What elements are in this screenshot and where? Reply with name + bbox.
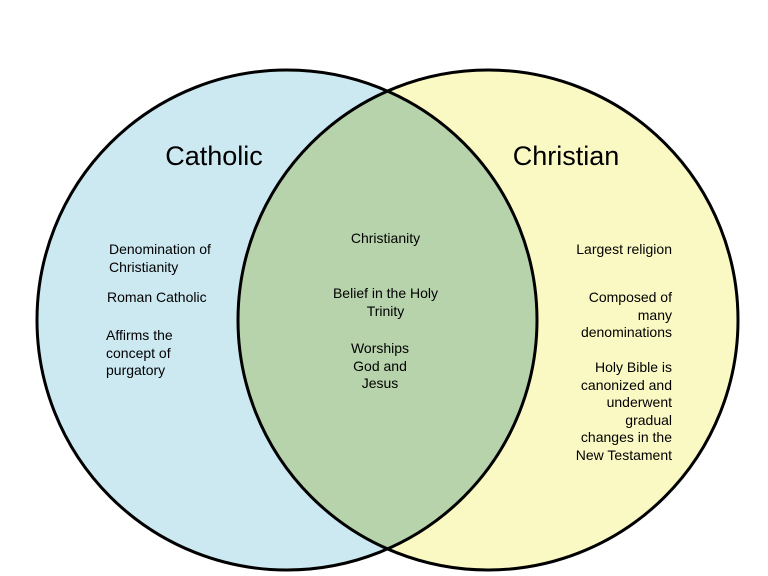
right-circle-label: Christian bbox=[512, 141, 620, 171]
right-item-holy-bible: Holy Bible is canonized and underwent gr… bbox=[575, 359, 672, 463]
left-circle-label: Catholic bbox=[165, 141, 263, 171]
overlap-item-trinity: Belief in the Holy Trinity bbox=[332, 285, 439, 319]
overlap-region-fill bbox=[238, 91, 537, 549]
right-item-largest-religion: Largest religion bbox=[576, 241, 672, 257]
right-circle-outline bbox=[236, 68, 740, 572]
overlap-item-christianity: Christianity bbox=[350, 230, 421, 246]
left-circle-outline bbox=[35, 68, 539, 572]
left-item-denomination: Denomination of Christianity bbox=[109, 241, 211, 275]
right-item-denominations: Composed of many denominations bbox=[580, 289, 672, 340]
left-item-purgatory: Affirms the concept of purgatory bbox=[106, 327, 173, 378]
left-item-roman-catholic: Roman Catholic bbox=[107, 289, 207, 305]
overlap-item-worships: Worships God and Jesus bbox=[350, 340, 410, 391]
